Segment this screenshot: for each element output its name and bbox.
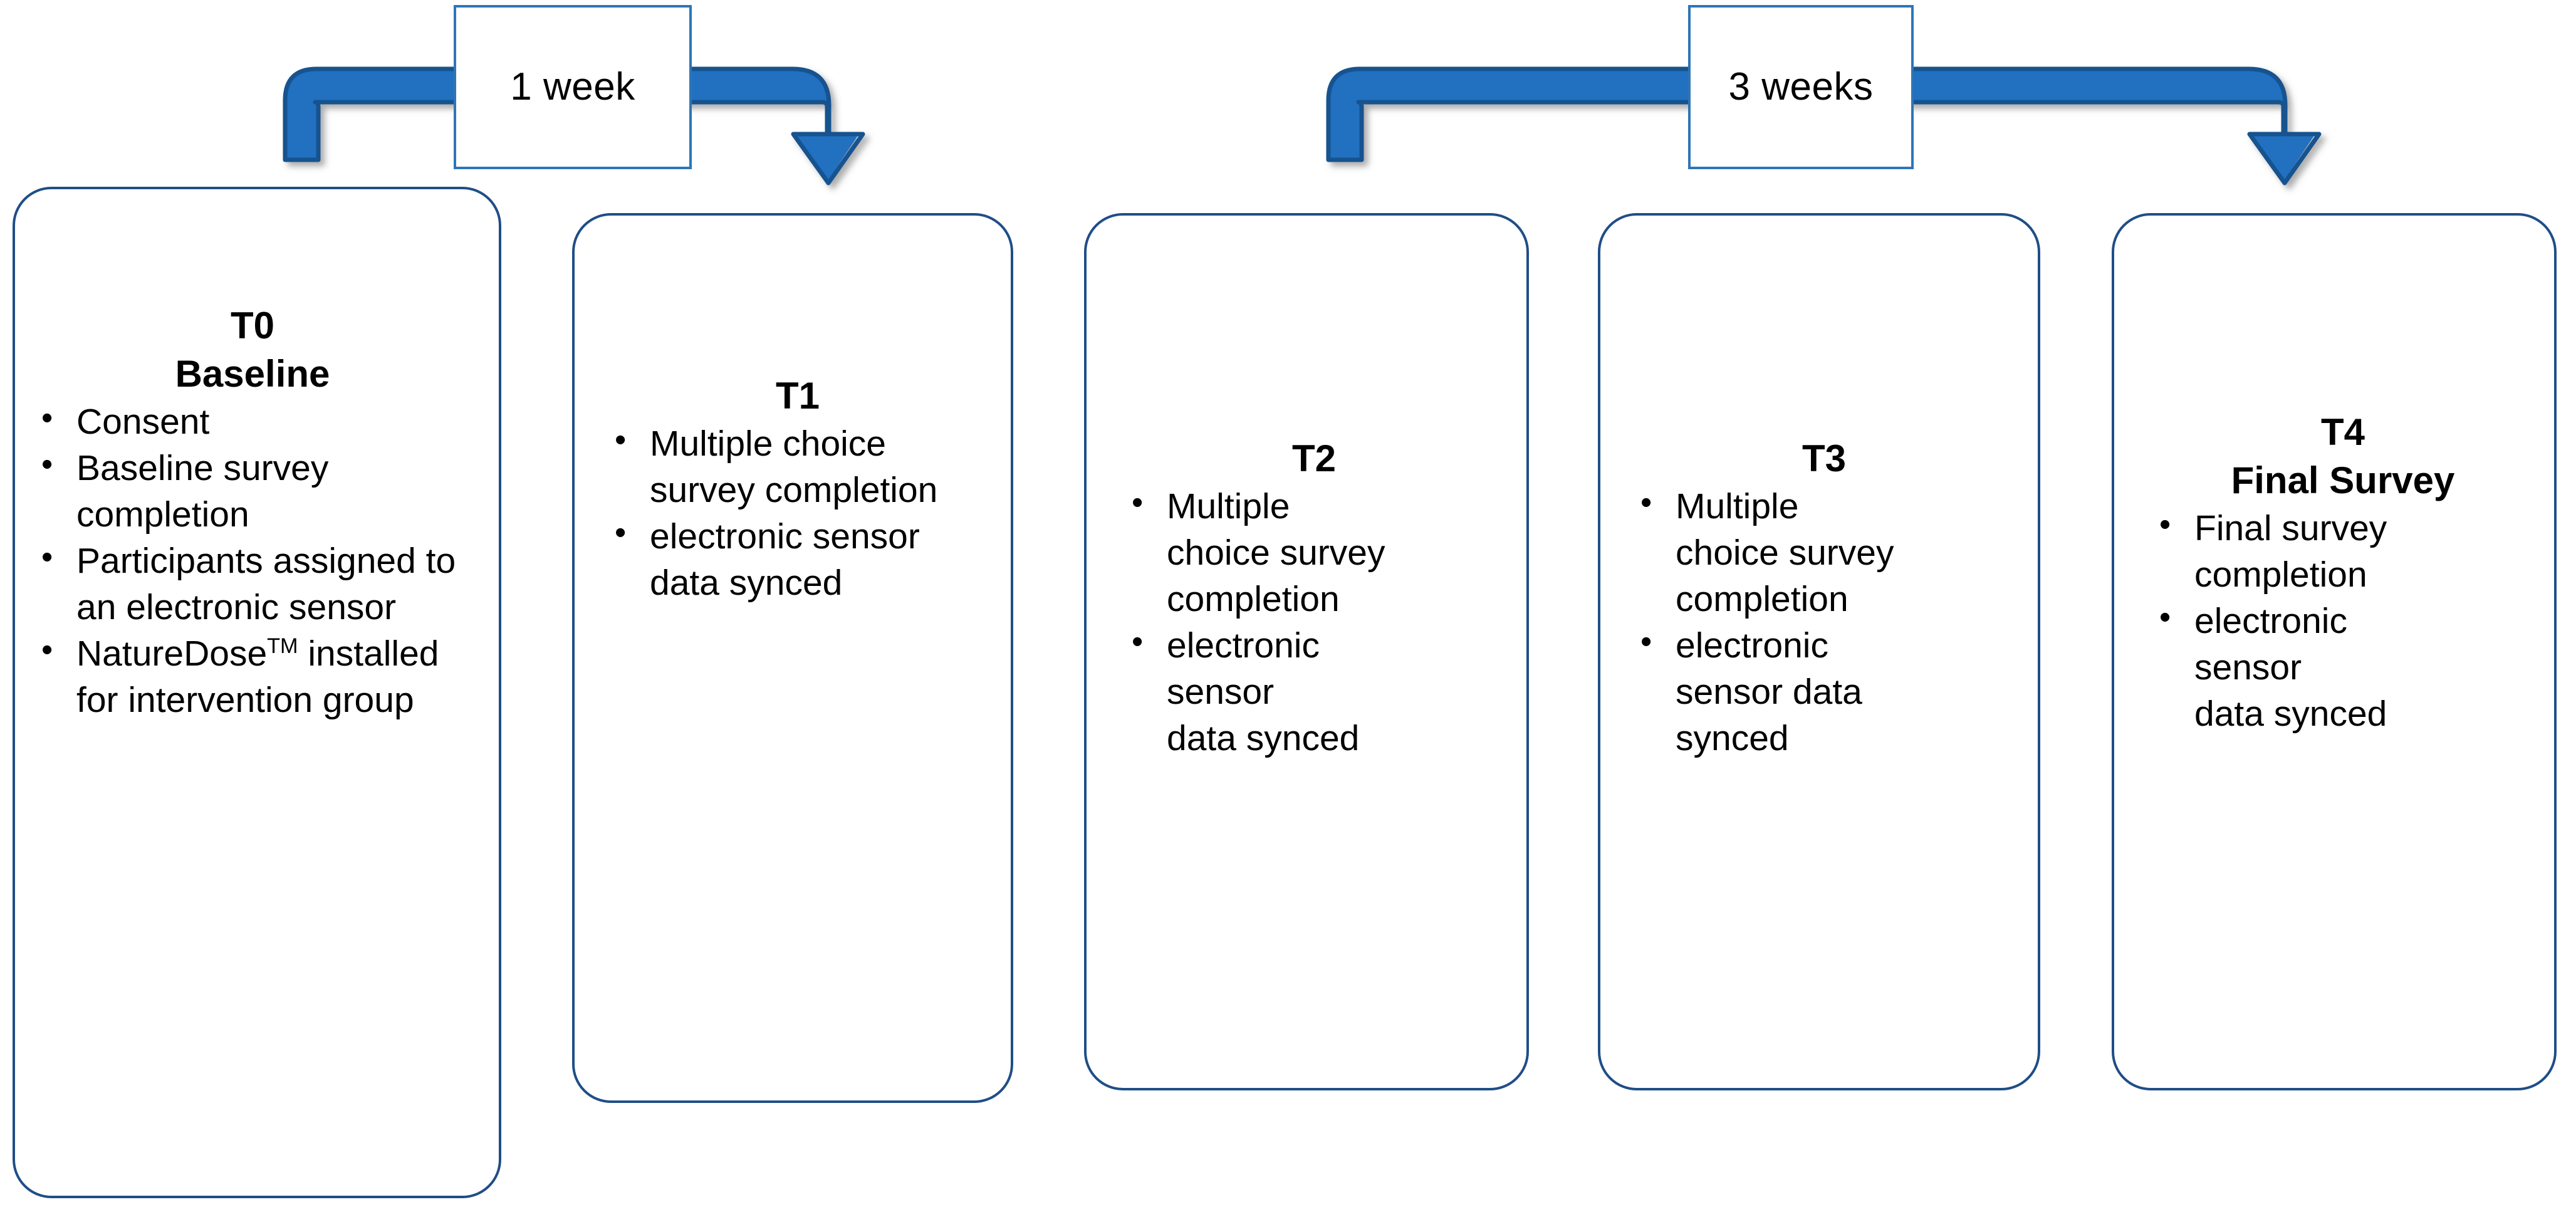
timepoint-title-t4: T4 Final Survey — [2146, 409, 2540, 505]
product-name: NatureDose — [76, 634, 268, 674]
timepoint-id: T2 — [1291, 437, 1337, 479]
timepoint-item-list-t1: Multiple choice survey completion electr… — [601, 419, 994, 606]
list-item: Consent — [28, 397, 477, 445]
trademark-mark: TM — [267, 634, 298, 659]
list-item: Multiple choice survey completion — [601, 419, 994, 513]
timepoint-title-t2: T2 — [1118, 435, 1510, 483]
list-item: electronic sensor data synced — [601, 512, 994, 606]
timepoint-title-t3: T3 — [1627, 435, 2021, 483]
timepoint-title-t1: T1 — [601, 372, 994, 421]
list-item: Participants assigned to an electronic s… — [28, 536, 477, 630]
list-item: NatureDoseTM installed for intervention … — [28, 629, 477, 723]
timepoint-id: T3 — [1802, 437, 1847, 479]
timepoint-id: T1 — [775, 375, 820, 417]
duration-label-text: 3 weeks — [1728, 65, 1874, 108]
timepoint-subtitle: Baseline — [175, 352, 330, 395]
timepoint-title-t0: T0 Baseline — [28, 302, 477, 399]
timepoint-card-t0[interactable]: T0 Baseline Consent Baseline survey comp… — [13, 187, 501, 1198]
timepoint-subtitle: Final Survey — [2231, 459, 2455, 501]
timepoint-id: T4 — [2320, 411, 2365, 453]
timepoint-item-list-t0: Consent Baseline survey completion Parti… — [28, 397, 477, 724]
timepoint-card-t1[interactable]: T1 Multiple choice survey completion ele… — [572, 213, 1013, 1103]
list-item: Baseline survey completion — [28, 444, 477, 538]
duration-label-box-3-weeks: 3 weeks — [1688, 5, 1914, 169]
duration-label-box-1-week: 1 week — [454, 5, 692, 169]
timepoint-id: T0 — [230, 305, 275, 347]
duration-label-text: 1 week — [510, 65, 635, 108]
